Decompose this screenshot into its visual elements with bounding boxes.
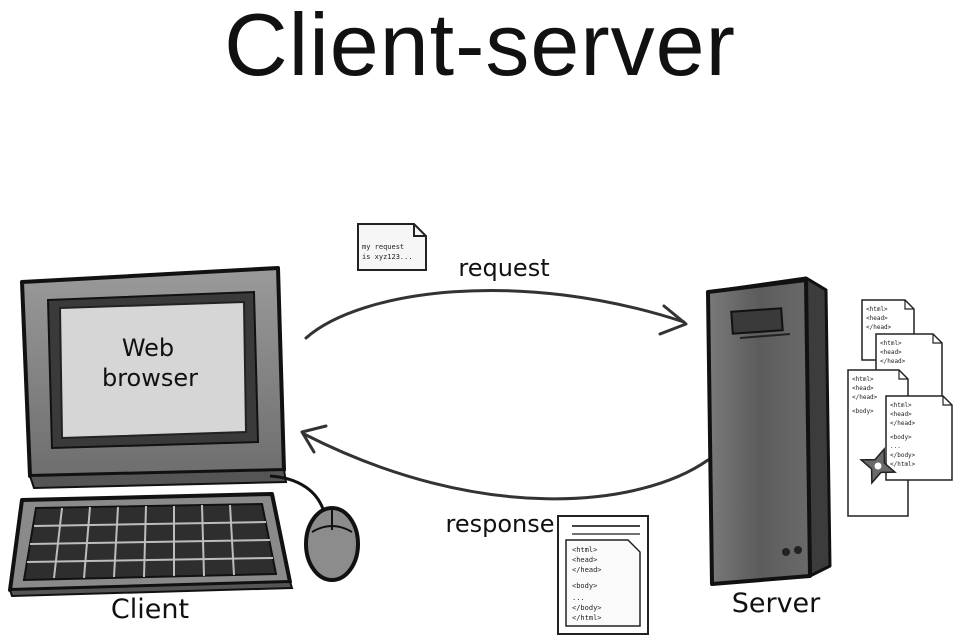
response-document-icon: <html> <head> </head> <body>... </body> </htm… xyxy=(557,515,649,635)
html-code-line: </body> xyxy=(890,452,916,459)
html-code-line: <html> xyxy=(866,306,888,313)
html-code-line: </html> xyxy=(890,461,916,468)
html-code-line: <head> xyxy=(866,315,888,322)
request-note-line1: my request xyxy=(362,243,404,251)
request-arrow: request xyxy=(304,254,688,340)
html-code-line: <html> xyxy=(852,376,874,383)
server-tower-icon: Server xyxy=(706,276,832,619)
response-label: response xyxy=(445,510,554,538)
html-code-line: </head> xyxy=(880,358,906,365)
html-code-line: ... xyxy=(890,443,901,450)
screen-label-browser: browser xyxy=(102,364,198,392)
html-code-line: </head> xyxy=(852,394,878,401)
html-code-line: <html> xyxy=(880,340,902,347)
monitor-icon: Web browser xyxy=(20,266,288,490)
screen-label-web: Web xyxy=(122,334,174,362)
html-code-line: <head> xyxy=(852,385,874,392)
html-code-line: <body> xyxy=(852,408,874,415)
html-code-line: </html> xyxy=(572,614,602,622)
gear-icon xyxy=(859,447,897,485)
html-code-line: ... xyxy=(572,594,585,602)
server-document-stack: <html> <head> </head> <html> <head> </head> <b… xyxy=(847,299,953,517)
response-html-lines: <html> <head> </head> <body>... </body> </htm… xyxy=(572,546,602,622)
response-arrow: response xyxy=(300,424,710,538)
keyboard-icon xyxy=(8,492,294,598)
html-code-line: </head> xyxy=(890,420,916,427)
html-code-line: <head> xyxy=(572,556,597,564)
html-code-line: <body> xyxy=(572,582,597,590)
html-code-line: </body> xyxy=(572,604,602,612)
client-label: Client xyxy=(111,594,189,625)
request-label: request xyxy=(458,254,549,282)
html-code-line: <head> xyxy=(880,349,902,356)
html-document-icon: <html> <head> </head> <body>... </body> </htm… xyxy=(885,395,953,481)
request-note-line2: is xyz123... xyxy=(362,253,413,261)
server-label: Server xyxy=(732,588,821,619)
html-code-line: <html> xyxy=(890,402,912,409)
html-code-line: </head> xyxy=(866,324,892,331)
html-code-line: </head> xyxy=(572,566,602,574)
html-code-line: <head> xyxy=(890,411,912,418)
mouse-icon xyxy=(269,474,360,582)
page-title: Client-server xyxy=(224,0,736,94)
html-code-line: <html> xyxy=(572,546,597,554)
request-note-icon: my request is xyz123... xyxy=(357,223,427,271)
client-computer: Web browser xyxy=(8,266,360,625)
html-code-line: <body> xyxy=(890,434,912,441)
